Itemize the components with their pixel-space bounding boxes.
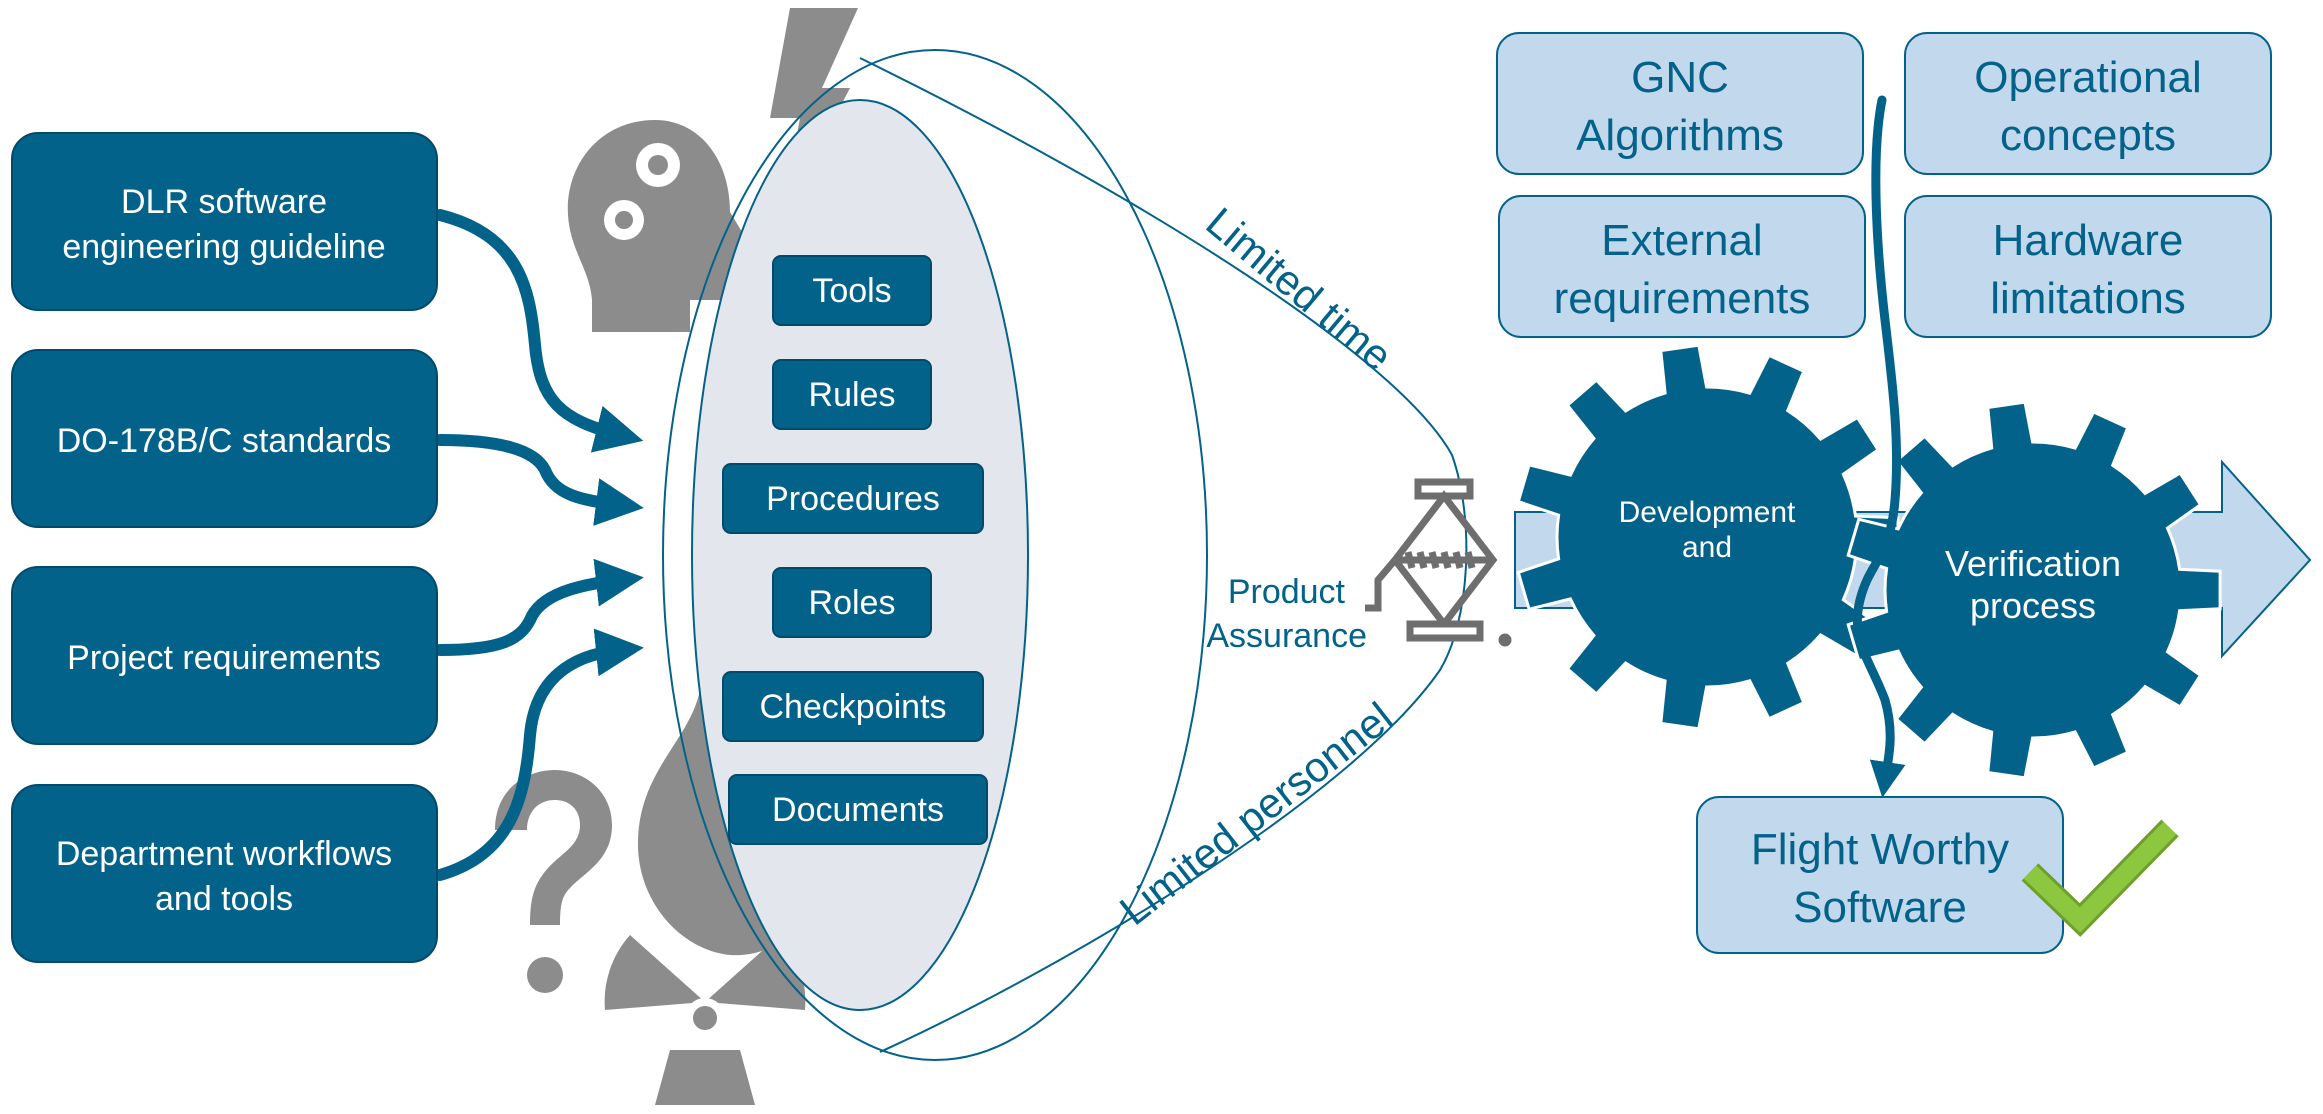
verification-gear: Verification process [1846, 400, 2222, 780]
input-box-project-requirements: Project requirements [11, 566, 438, 745]
input-arrows [434, 209, 644, 881]
svg-text:limitations: limitations [1990, 274, 2186, 323]
funnel-item-rules: Rules [772, 359, 932, 430]
svg-text:Rules: Rules [809, 376, 896, 414]
input-box-workflows: Department workflows and tools [11, 784, 438, 963]
input-box-standards: DO-178B/C standards [11, 349, 438, 528]
funnel-item-roles: Roles [772, 567, 932, 638]
factor-box-external: External requirements [1498, 195, 1866, 338]
input-label: and tools [155, 880, 293, 918]
output-box: Flight Worthy Software [1696, 796, 2064, 954]
gear-label: Development [1619, 496, 1796, 529]
thinking-head-icon [567, 120, 751, 332]
svg-text:Documents: Documents [772, 791, 944, 829]
gear-label: and [1682, 531, 1732, 564]
gear-shape [1516, 343, 1900, 731]
input-label: Project requirements [67, 639, 381, 677]
product-assurance-label: Assurance [1206, 617, 1367, 655]
factor-flow-arrow [1852, 95, 1906, 798]
funnel [662, 49, 1468, 1061]
svg-text:Checkpoints: Checkpoints [759, 688, 946, 726]
jack-icon [1365, 478, 1512, 647]
gear-shape [1846, 400, 2222, 780]
product-assurance-label: Product [1228, 573, 1346, 611]
input-label: engineering guideline [62, 228, 385, 266]
question-mark-icon [495, 770, 612, 993]
factor-box-hardware: Hardware limitations [1904, 195, 2272, 338]
svg-text:Roles: Roles [809, 584, 896, 622]
funnel-item-procedures: Procedures [722, 463, 984, 534]
funnel-item-documents: Documents [728, 774, 988, 845]
limited-personnel-label: Limited personnel [1111, 693, 1401, 934]
svg-text:Operational: Operational [1974, 53, 2201, 102]
svg-text:requirements: requirements [1554, 274, 1811, 323]
input-label: DO-178B/C standards [57, 422, 392, 460]
checkmark-icon [2021, 819, 2179, 937]
svg-text:Algorithms: Algorithms [1576, 111, 1784, 160]
input-label: DLR software [121, 183, 327, 221]
funnel-item-tools: Tools [772, 255, 932, 326]
gear-label: Verification [1945, 543, 2121, 584]
svg-text:Software: Software [1793, 883, 1967, 932]
radiation-icon [604, 935, 806, 1105]
svg-text:Flight Worthy: Flight Worthy [1751, 825, 2009, 874]
svg-text:External: External [1601, 216, 1762, 265]
factor-box-gnc: GNC Algorithms [1496, 32, 1864, 175]
svg-text:Procedures: Procedures [766, 480, 940, 518]
svg-text:GNC: GNC [1631, 53, 1729, 102]
svg-text:Hardware: Hardware [1993, 216, 2184, 265]
input-box-guideline: DLR software engineering guideline [11, 132, 438, 311]
factor-box-operational: Operational concepts [1904, 32, 2272, 175]
svg-text:concepts: concepts [2000, 111, 2176, 160]
development-gear: Development and [1516, 343, 1900, 731]
gear-label: process [1970, 585, 2096, 626]
funnel-item-checkpoints: Checkpoints [722, 671, 984, 742]
svg-text:Tools: Tools [812, 272, 891, 310]
limited-time-label: Limited time [1197, 198, 1401, 380]
input-label: Department workflows [56, 835, 392, 873]
